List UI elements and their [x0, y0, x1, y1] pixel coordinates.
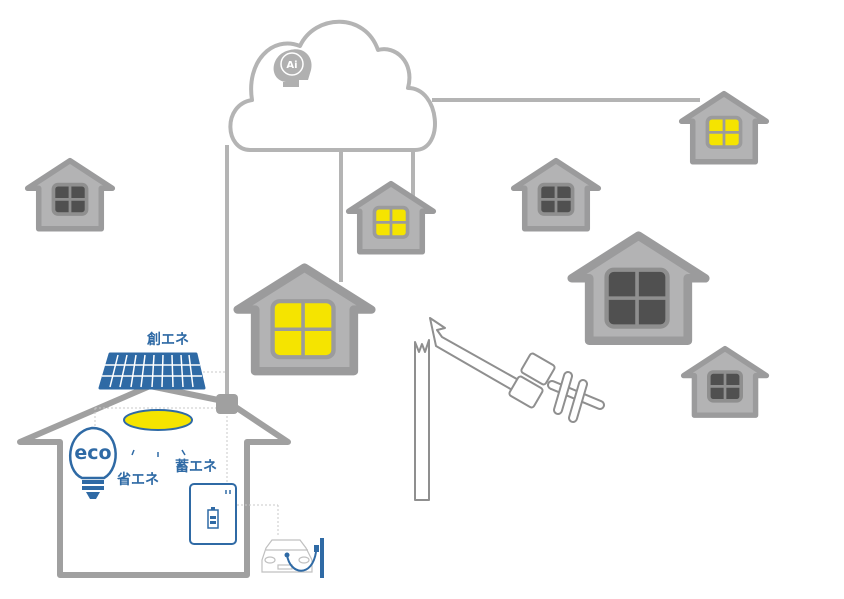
create-energy-label: 創エネ: [146, 331, 189, 348]
ai-badge-text: Ai: [286, 60, 297, 71]
house-center-large: [238, 268, 371, 372]
ai-cloud: Ai: [228, 19, 437, 152]
smart-home: 創エネ eco 省エネ 蓄エネ: [17, 331, 324, 578]
house-top-right: [682, 94, 767, 162]
store-energy-label: 蓄エネ: [175, 458, 217, 475]
storage-battery-icon: [189, 483, 237, 545]
eco-bulb-icon: eco: [69, 426, 117, 499]
ai-head-icon: Ai: [273, 49, 312, 87]
junction-box: [216, 394, 238, 414]
ceiling-light-icon: [123, 409, 193, 431]
house-mid-right: [514, 161, 599, 229]
house-right-large: [572, 236, 705, 341]
connection-lines: [225, 98, 700, 398]
house-bottom-right: [684, 349, 767, 416]
light-rays: [131, 449, 186, 457]
house-center-small: [349, 184, 434, 252]
ev-charger-icon: [284, 538, 324, 578]
house-left: [28, 161, 113, 229]
eco-label: eco: [74, 442, 111, 464]
save-energy-label: 省エネ: [116, 471, 159, 488]
broken-utility-pole-icon: [414, 317, 605, 501]
solar-panel-icon: [98, 352, 206, 390]
